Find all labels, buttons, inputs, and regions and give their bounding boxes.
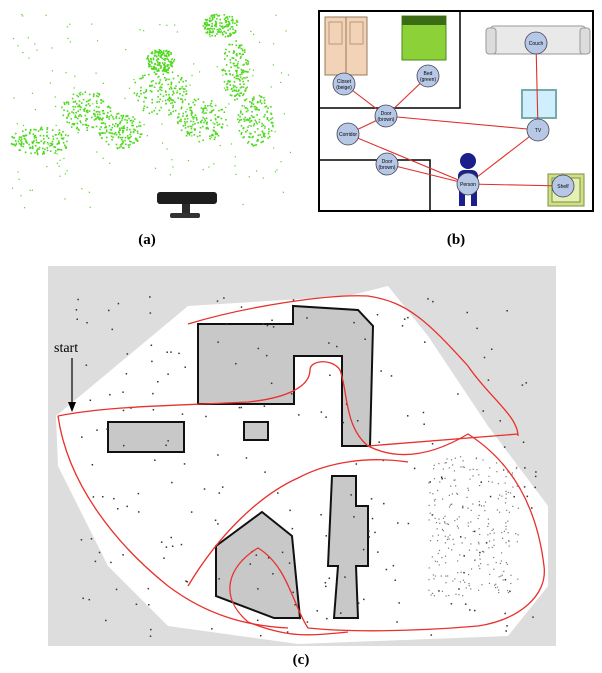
node-door1: Door(brown) [374,104,398,128]
trajectory [57,295,545,636]
edge-tv-person [467,129,539,185]
node-shelf: Shelf [551,174,575,198]
bed-icon [401,15,447,61]
edge-door2-person [386,163,469,185]
node-label-door1-1: (brown) [378,117,395,123]
closet-icon [324,16,368,76]
semantic-map-panel: Closet(beige)Bed(green)CouchDoor(brown)T… [318,10,594,212]
node-label-door2-1: (brown) [379,165,396,171]
node-label-closet-0: Closet [337,79,352,85]
node-label-tv-0: TV [535,128,542,134]
node-couch: Couch [524,31,548,55]
caption-b: (b) [446,232,466,248]
floor-plan-walls [319,12,461,210]
node-label-closet-1: (beige) [336,85,352,91]
node-closet: Closet(beige) [332,72,356,96]
building-north [197,304,375,447]
node-label-person-0: Person [460,182,476,188]
node-label-corridor-0: Corridor [339,132,357,138]
building-tiny [243,421,269,441]
point-cloud [10,13,292,209]
tv-icon [521,89,557,119]
edge-door1-tv [385,115,539,131]
start-arrow [68,358,76,412]
node-corridor: Corridor [336,122,360,146]
node-label-door2-0: Door [382,159,393,165]
building-long-center [326,475,369,619]
start-label: start [54,341,78,356]
node-bed: Bed(green) [416,64,440,88]
node-label-door1-0: Door [381,111,392,117]
point-cloud-panel [10,13,292,218]
graph-nodes: Closet(beige)Bed(green)CouchDoor(brown)T… [332,31,575,198]
node-label-bed-0: Bed [424,71,433,77]
edge-person-shelf [467,183,564,187]
node-label-couch-0: Couch [529,41,544,47]
depth-sensor-icon [157,192,217,218]
edge-corridor-person [347,133,469,185]
caption-a: (a) [138,232,156,248]
node-tv: TV [526,118,550,142]
buildings [107,304,375,619]
edge-couch-tv [535,42,539,131]
caption-c: (c) [292,652,310,668]
node-label-bed-1: (green) [420,77,436,83]
building-small-west [107,421,185,453]
node-person: Person [456,172,480,196]
outdoor-map-panel: start [48,266,556,646]
node-label-shelf-0: Shelf [557,184,569,190]
node-door2: Door(brown) [375,152,399,176]
free-space [56,286,548,644]
